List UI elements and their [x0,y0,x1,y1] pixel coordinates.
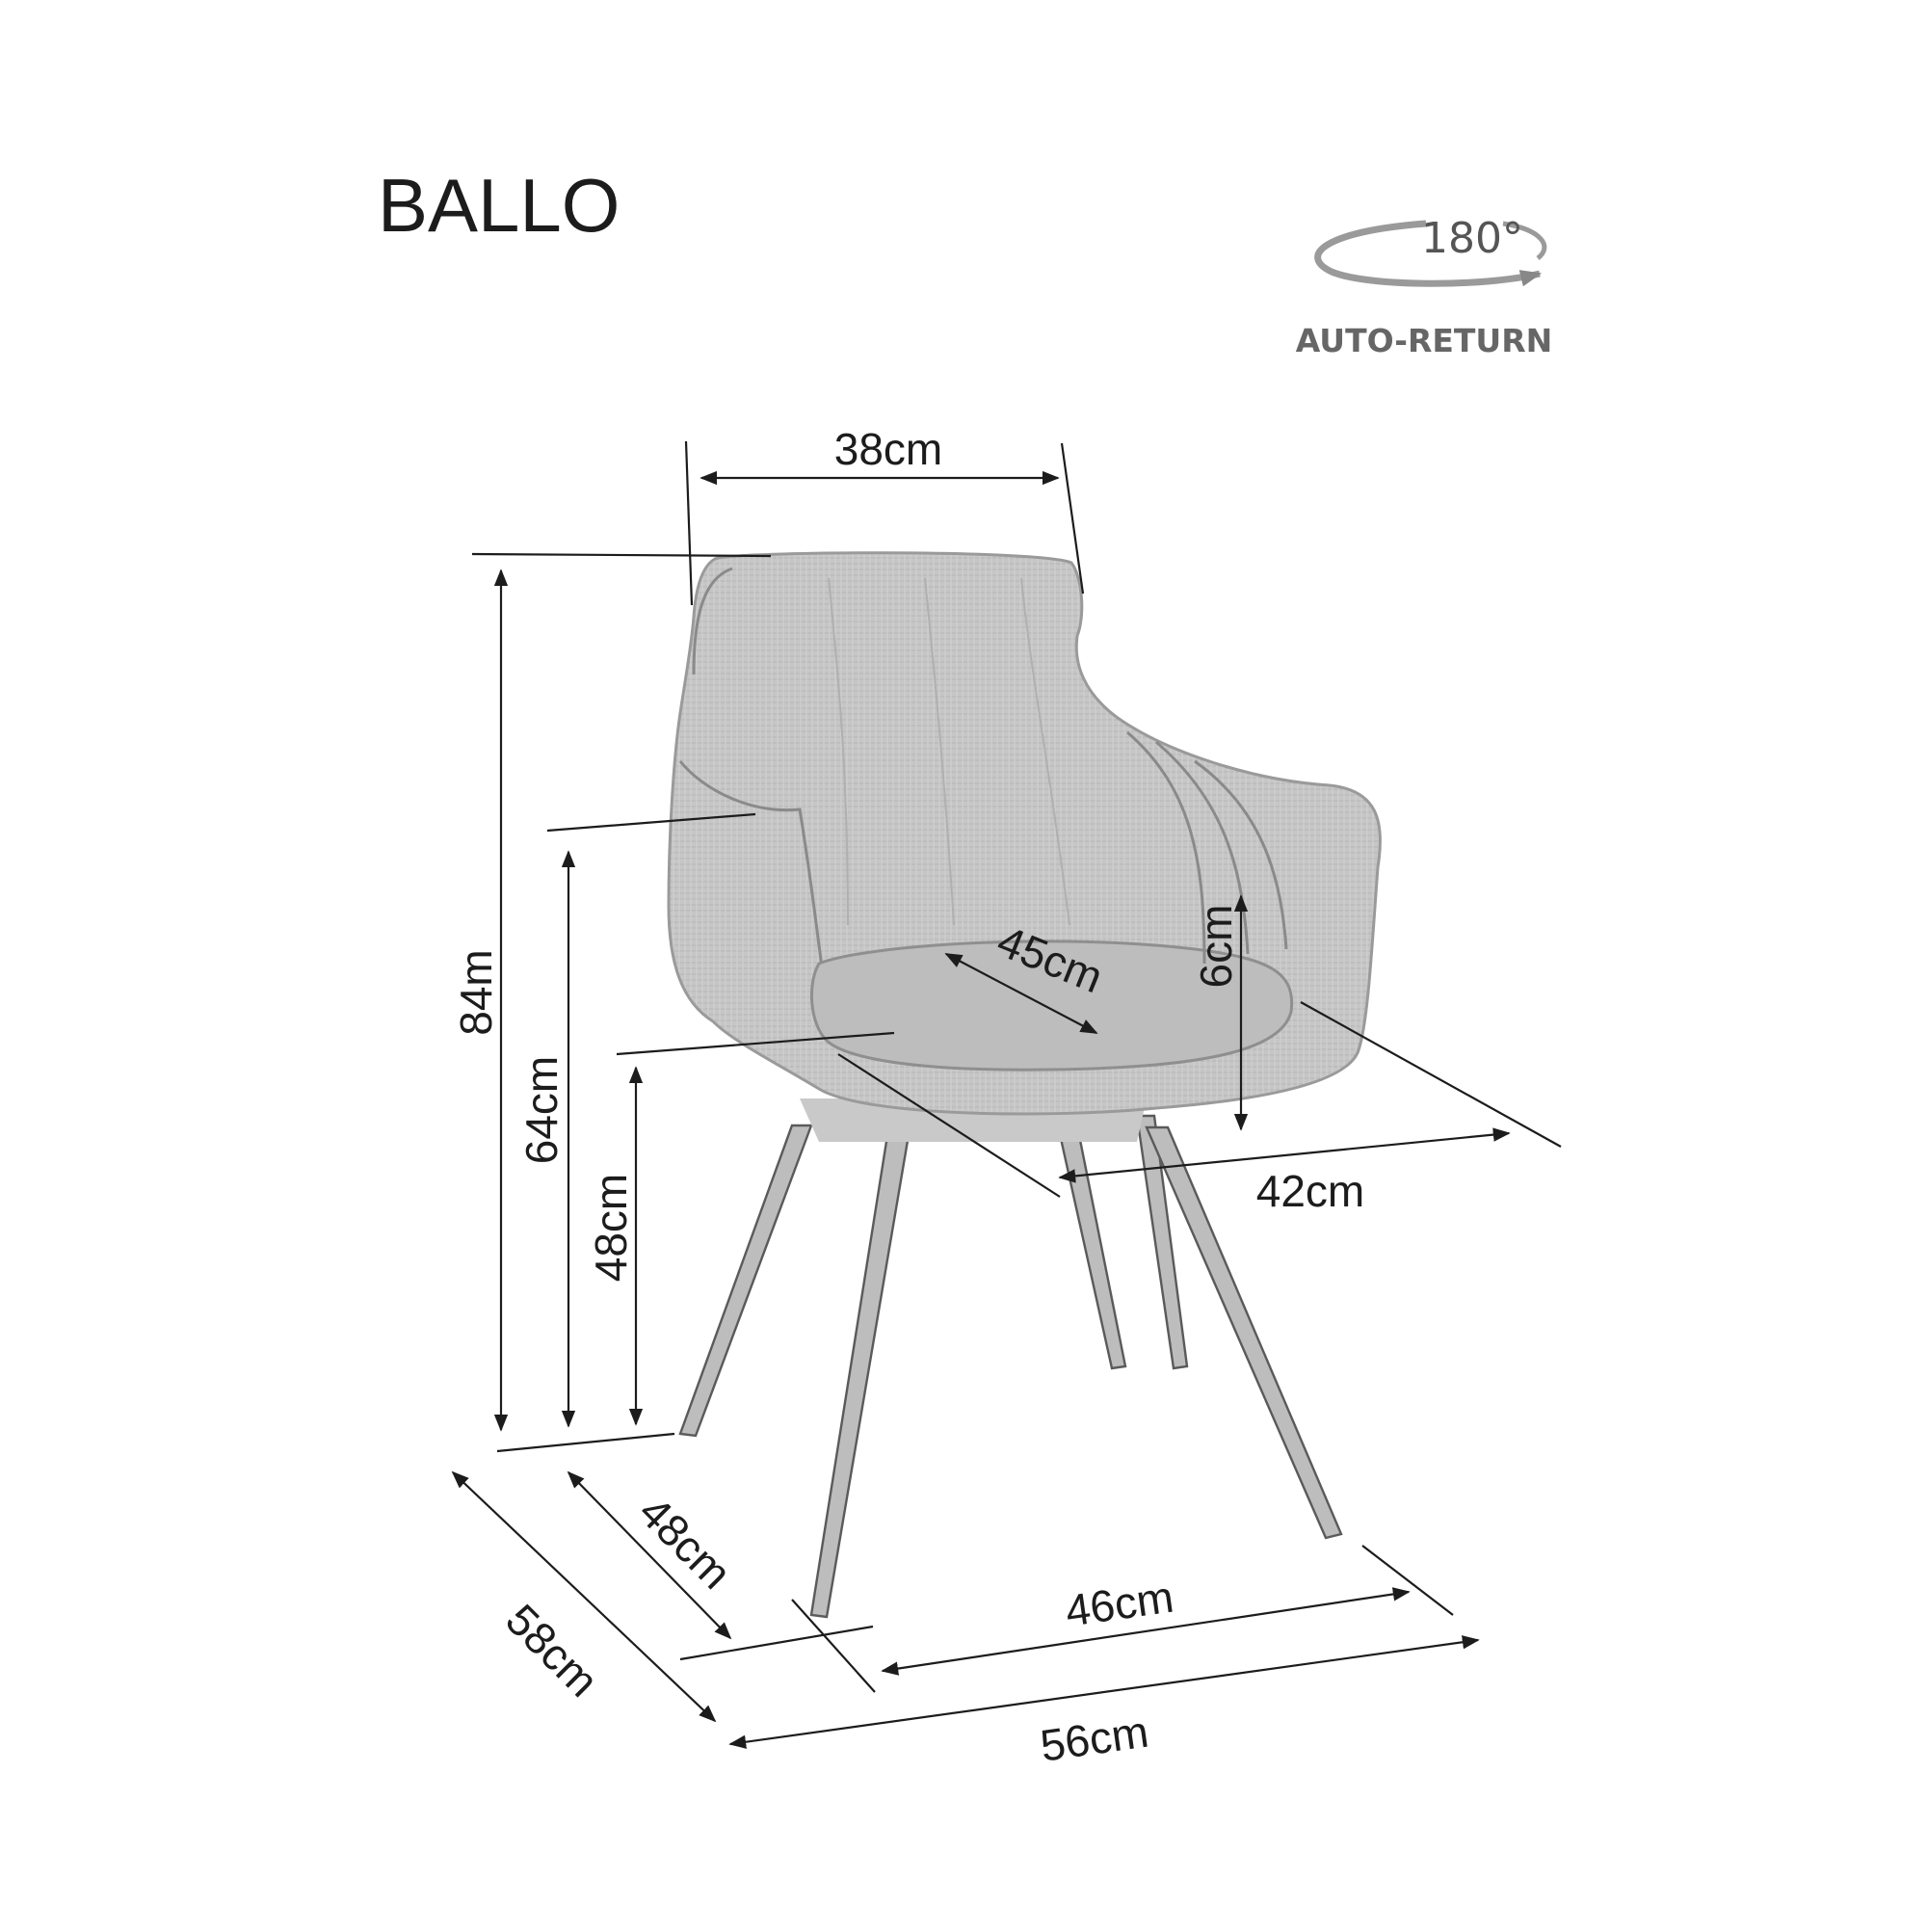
label-leg-depth: 48cm [629,1487,741,1599]
chair-leg-right [1145,1125,1343,1540]
label-total-depth: 58cm [496,1595,608,1707]
armrest-channel [1126,730,1206,965]
chair-leg-front-left [678,1124,813,1438]
product-title: BALLO [378,163,620,248]
label-total-width: 56cm [1037,1707,1151,1771]
rotation-degrees: 180° [1421,214,1523,263]
dim-line-seat-width [1058,1127,1511,1183]
back-channel [1020,577,1070,926]
label-armrest-height: 64cm [516,1056,567,1164]
label-seat-thickness: 6cm [1191,905,1241,989]
back-channel [924,577,955,926]
label-back-width: 38cm [834,424,942,474]
chair-leg-front-right [809,1127,911,1619]
chair-leg-back-left [1056,1124,1127,1370]
backrest-edge [692,567,733,675]
label-total-height: 84m [451,949,501,1035]
label-seat-width: 42cm [1256,1166,1364,1216]
dim-line-seat-depth [944,953,1098,1034]
dim-line-leg-depth [567,1470,732,1640]
label-leg-width: 46cm [1062,1572,1176,1636]
left-armrest [678,760,831,1022]
rotation-arrow-icon [1314,220,1547,287]
auto-return-label: AUTO-RETURN [1296,322,1552,359]
rotation-badge: 180° AUTO-RETURN [1296,214,1552,359]
dim-line-total-width [728,1635,1480,1749]
dimension-lines [451,440,1562,1749]
chair-illustration [667,551,1382,1619]
label-seat-height: 48cm [586,1174,636,1282]
armrest-channel [1194,759,1288,950]
back-channel [828,577,849,926]
